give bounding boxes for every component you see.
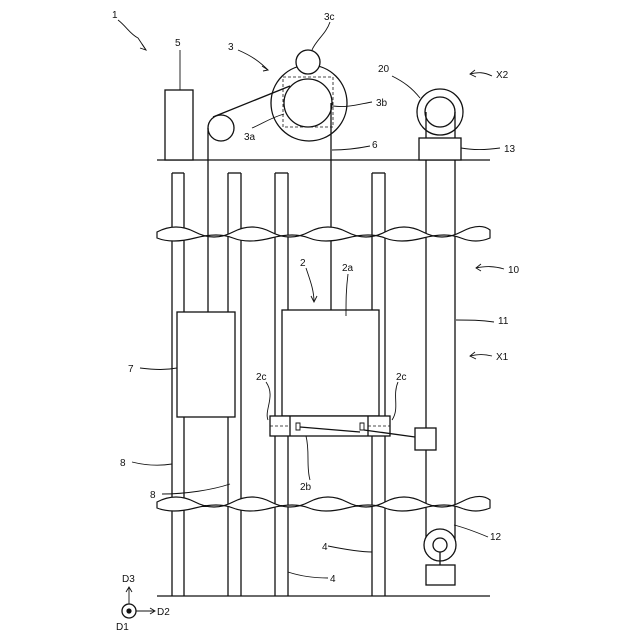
label-wedge-left: 2c bbox=[256, 372, 267, 383]
tension-pulley bbox=[424, 529, 456, 585]
label-dir-d2: D2 bbox=[157, 607, 170, 618]
counterweight bbox=[177, 312, 235, 417]
label-dir-d3: D3 bbox=[122, 574, 135, 585]
label-cw-rail-lower: 8 bbox=[150, 490, 156, 501]
safety-device bbox=[270, 416, 436, 450]
break-line-lower bbox=[157, 496, 490, 511]
label-dir-d1: D1 bbox=[116, 622, 129, 633]
label-rail-upper: 4 bbox=[322, 542, 328, 553]
label-hoistway: 10 bbox=[508, 265, 520, 276]
governor bbox=[417, 89, 463, 135]
label-motor: 3b bbox=[376, 98, 388, 109]
label-deflector: 3c bbox=[324, 12, 335, 23]
break-line-upper bbox=[157, 226, 490, 241]
label-region-lower: X1 bbox=[496, 352, 509, 363]
label-counterweight: 7 bbox=[128, 364, 134, 375]
label-governor: 20 bbox=[378, 64, 390, 75]
label-region-upper: X2 bbox=[496, 70, 509, 81]
label-tension-pulley: 12 bbox=[490, 532, 502, 543]
label-system: 1 bbox=[112, 10, 118, 21]
label-sheave: 3a bbox=[244, 132, 256, 143]
control-panel bbox=[165, 90, 193, 160]
label-governor-base: 13 bbox=[504, 144, 516, 155]
label-car: 2 bbox=[300, 258, 306, 269]
label-control-panel: 5 bbox=[175, 38, 181, 49]
label-safety-device: 2b bbox=[300, 482, 312, 493]
label-car-body: 2a bbox=[342, 263, 354, 274]
sheave bbox=[284, 79, 332, 127]
governor-rope bbox=[426, 112, 455, 540]
label-rail-lower: 4 bbox=[330, 574, 336, 585]
label-governor-rope: 11 bbox=[498, 316, 509, 327]
label-wedge-right: 2c bbox=[396, 372, 407, 383]
label-hoist: 3 bbox=[228, 42, 234, 53]
label-cw-rail-upper: 8 bbox=[120, 458, 126, 469]
deflector-sheave bbox=[296, 50, 320, 74]
label-main-rope: 6 bbox=[372, 140, 378, 151]
idler-pulley bbox=[208, 115, 234, 141]
car-body bbox=[282, 310, 379, 416]
governor-base bbox=[419, 138, 461, 160]
direction-indicator bbox=[122, 587, 155, 618]
hoist bbox=[271, 50, 347, 141]
